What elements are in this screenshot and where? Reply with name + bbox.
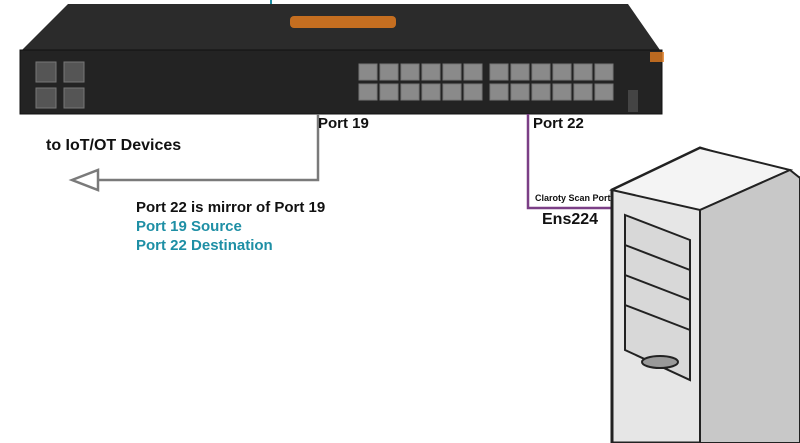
ethernet-port	[400, 83, 420, 101]
destination-note: Port 22 Destination	[136, 237, 273, 254]
ethernet-port	[531, 63, 551, 81]
devices-label: to IoT/OT Devices	[46, 137, 182, 154]
sfp-port	[35, 87, 57, 109]
usb-port	[628, 90, 638, 112]
ethernet-port	[573, 83, 593, 101]
interface-label: Ens224	[542, 211, 599, 228]
server-icon	[608, 146, 800, 443]
ethernet-port	[594, 63, 614, 81]
port-19-label: Port 19	[318, 115, 369, 132]
ethernet-port	[531, 83, 551, 101]
ethernet-port	[379, 63, 399, 81]
source-note: Port 19 Source	[136, 218, 242, 235]
sfp-port	[35, 61, 57, 83]
ethernet-ports	[358, 63, 614, 101]
ethernet-port	[400, 63, 420, 81]
ethernet-port	[358, 63, 378, 81]
network-switch	[19, 4, 664, 115]
port-22-label: Port 22	[533, 115, 584, 132]
ethernet-port	[442, 63, 462, 81]
ethernet-port	[442, 83, 462, 101]
ethernet-port	[552, 63, 572, 81]
arrow-to-devices-icon	[68, 168, 100, 192]
aruba-logo	[290, 16, 396, 28]
ethernet-port	[379, 83, 399, 101]
aruba-small-logo	[650, 52, 664, 62]
sfp-port	[63, 87, 85, 109]
source-cable	[92, 114, 320, 182]
mirror-note: Port 22 is mirror of Port 19	[136, 199, 326, 216]
ethernet-port	[463, 83, 483, 101]
destination-cable	[526, 114, 620, 210]
ethernet-port	[489, 63, 509, 81]
ethernet-port	[489, 83, 509, 101]
ethernet-port	[510, 63, 530, 81]
ethernet-port	[358, 83, 378, 101]
ethernet-port	[510, 83, 530, 101]
ethernet-port	[421, 63, 441, 81]
scan-port-label: Claroty Scan Port	[535, 193, 611, 203]
ethernet-port	[552, 83, 572, 101]
sfp-ports	[35, 61, 85, 109]
sfp-port	[63, 61, 85, 83]
ethernet-port	[421, 83, 441, 101]
ethernet-port	[594, 83, 614, 101]
ethernet-port	[463, 63, 483, 81]
ethernet-port	[573, 63, 593, 81]
